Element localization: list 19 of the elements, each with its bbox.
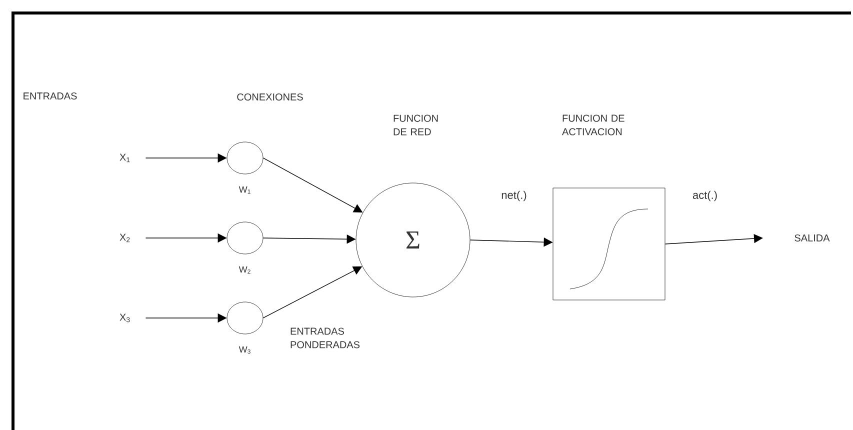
weight-label: W$_{1}$ [238,186,250,194]
section-label: CONEXIONES [237,93,303,101]
input-label: X$_{3}$ [120,314,130,322]
edge-label: net(.) [500,190,528,202]
section-label: ENTRADAS [24,92,77,100]
output-label: SALIDA [794,234,830,242]
weight-label: W$_{2}$ [238,266,250,274]
edge-label: act(.) [691,190,719,202]
weight-circle [226,222,264,254]
weight-circle [226,142,264,174]
input-label: X$_{2}$ [120,234,130,242]
arrow [664,234,763,244]
input-label: X$_{1}$ [120,154,130,162]
section-label: ENTRADAS PONDERADAS [290,328,360,348]
section-label: FUNCION DE ACTIVACION [562,114,624,136]
section-label: FUNCION DE RED [394,114,438,136]
sigmoid-box [552,188,666,300]
weight-label: W$_{3}$ [238,346,250,354]
weight-circle [226,302,264,334]
